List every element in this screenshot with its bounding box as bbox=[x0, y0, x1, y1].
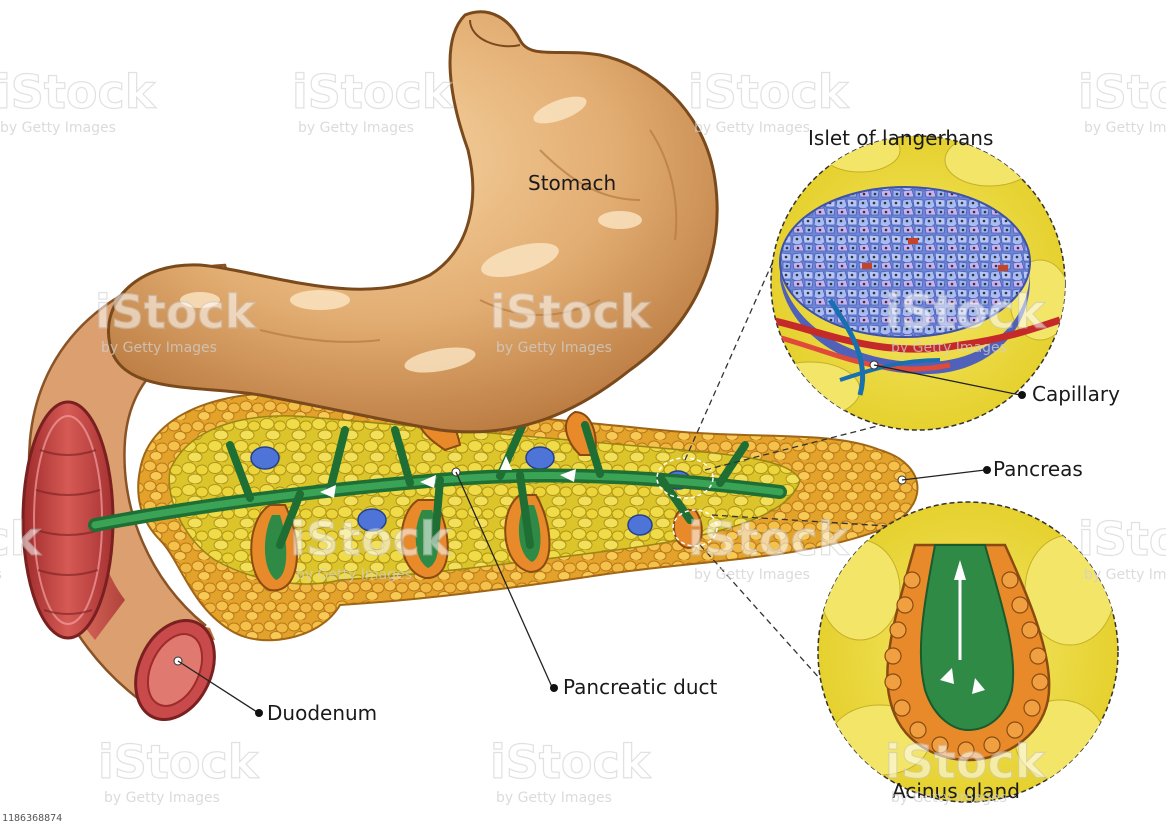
watermark-brand: iStock bbox=[1078, 65, 1166, 119]
watermark-brand: iStock bbox=[290, 512, 452, 566]
watermark-brand: iStock bbox=[1078, 512, 1166, 566]
pancreas-label: Pancreas bbox=[993, 457, 1083, 481]
watermark-brand: iStock bbox=[885, 285, 1047, 339]
watermark-credit: by Getty Images bbox=[496, 790, 612, 806]
watermark-credit: by Getty Images bbox=[694, 120, 810, 136]
watermark-credit: by Getty Images bbox=[0, 120, 116, 136]
watermark-credit: by Getty Images bbox=[496, 340, 612, 356]
watermark-brand: iStock bbox=[95, 285, 257, 339]
watermark-brand: iStock bbox=[885, 735, 1047, 789]
watermark-credit: by Getty Images bbox=[891, 340, 1007, 356]
islet-label: Islet of langerhans bbox=[808, 126, 993, 150]
watermark-credit: by Getty Images bbox=[104, 790, 220, 806]
islet-inset bbox=[760, 128, 1070, 430]
stomach-label: Stomach bbox=[528, 171, 616, 195]
watermark-brand: iStock bbox=[0, 512, 42, 566]
watermark-credit: by Getty Images bbox=[1084, 567, 1166, 583]
watermark-credit: by Getty Images bbox=[0, 567, 2, 583]
watermark-credit: by Getty Images bbox=[1084, 120, 1166, 136]
watermark-brand: iStock bbox=[490, 285, 652, 339]
watermark-credit: by Getty Images bbox=[694, 567, 810, 583]
watermark-brand: iStock bbox=[490, 735, 652, 789]
watermark-brand: iStock bbox=[0, 65, 157, 119]
capillary-label: Capillary bbox=[1032, 382, 1120, 406]
watermark-credit: by Getty Images bbox=[101, 340, 217, 356]
duodenum-label: Duodenum bbox=[267, 701, 377, 725]
pancreatic-duct-label: Pancreatic duct bbox=[563, 675, 718, 699]
watermark-brand: iStock bbox=[688, 65, 850, 119]
stock-id: 1186368874 bbox=[2, 813, 62, 824]
watermark-brand: iStock bbox=[292, 65, 454, 119]
watermark-credit: by Getty Images bbox=[298, 120, 414, 136]
watermark-credit: by Getty Images bbox=[296, 567, 412, 583]
watermark-credit: by Getty Images bbox=[891, 790, 1007, 806]
watermark-brand: iStock bbox=[98, 735, 260, 789]
watermark-brand: iStock bbox=[688, 512, 850, 566]
